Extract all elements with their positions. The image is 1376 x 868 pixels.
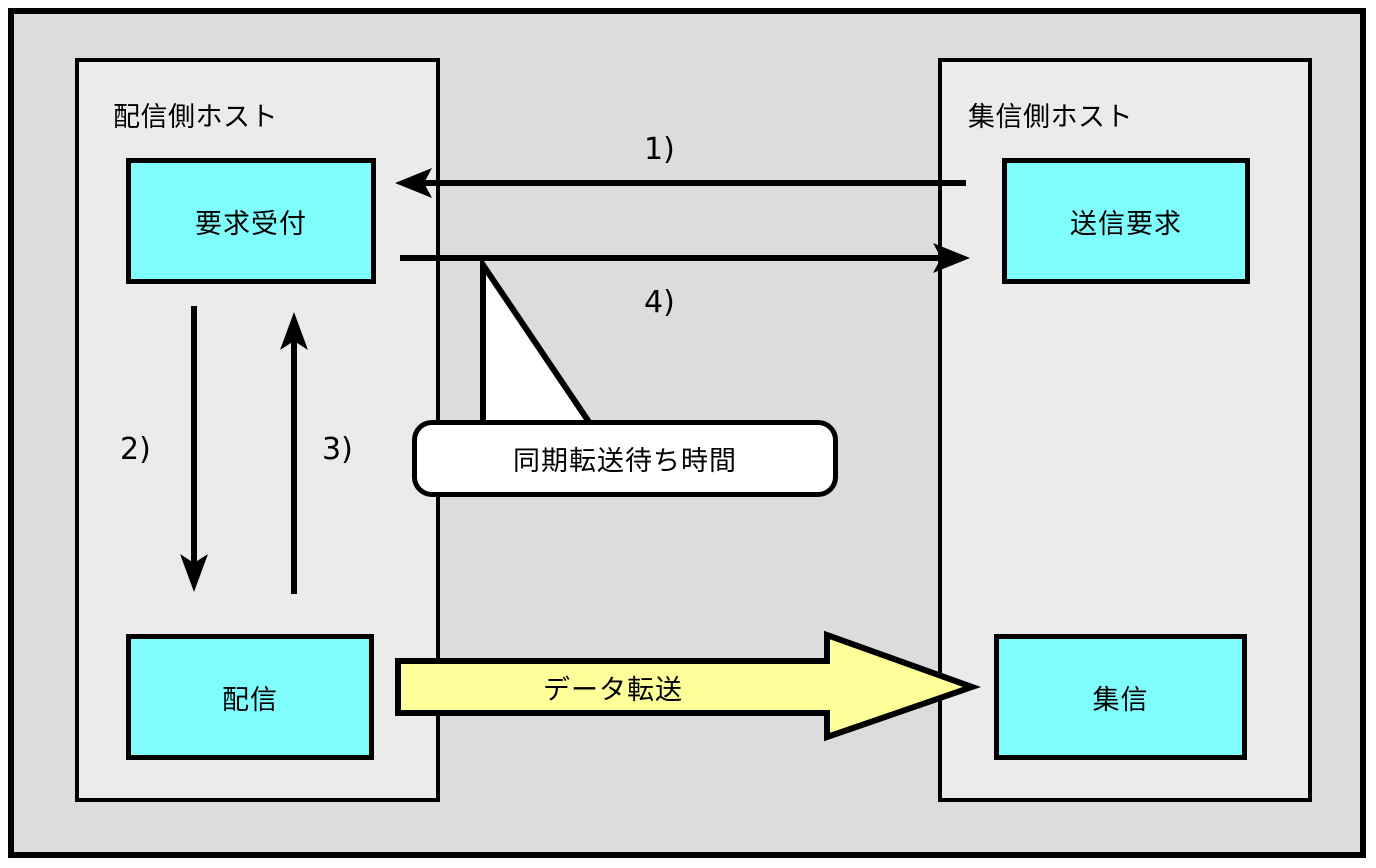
process-box-distribute: 配信 — [126, 634, 374, 760]
step-label-4: 4) — [644, 285, 675, 320]
step-label-2: 2) — [120, 432, 151, 467]
callout-sync-transfer-wait: 同期転送待ち時間 — [412, 420, 838, 497]
step-label-1: 1) — [644, 132, 675, 167]
host-title-receiver: 集信側ホスト — [968, 102, 1133, 133]
process-box-request-accept: 要求受付 — [126, 158, 376, 284]
step-label-3: 3) — [322, 432, 353, 467]
data-transfer-label: データ転送 — [543, 674, 683, 706]
process-box-collect: 集信 — [994, 634, 1247, 760]
host-title-sender: 配信側ホスト — [113, 102, 278, 133]
process-box-send-request: 送信要求 — [1002, 158, 1250, 284]
